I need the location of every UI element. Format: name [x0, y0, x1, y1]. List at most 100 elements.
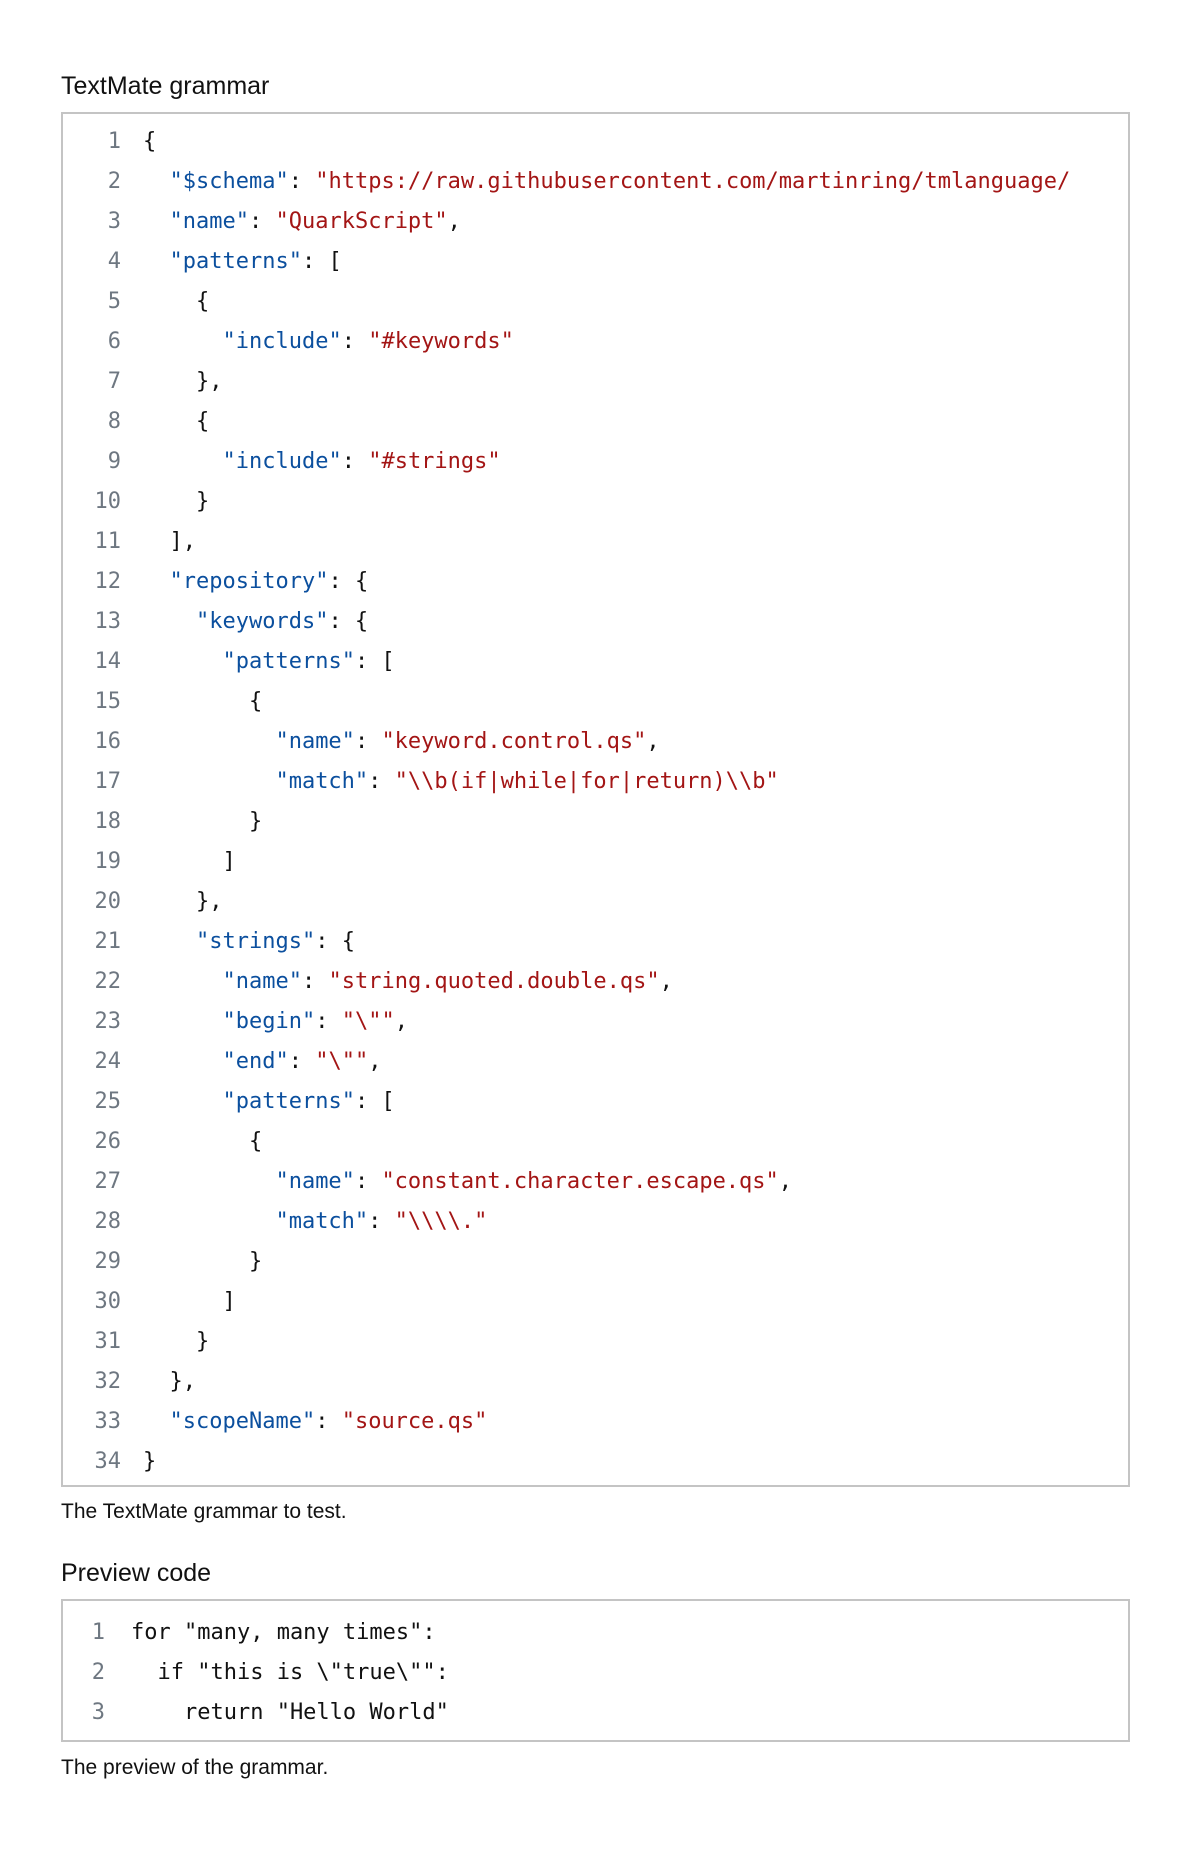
line-code: "end": "\"",	[121, 1042, 381, 1082]
code-line: 34}	[63, 1442, 1128, 1482]
line-number: 2	[107, 169, 121, 194]
line-number: 25	[94, 1089, 122, 1114]
json-key-token: "name"	[275, 1169, 355, 1194]
punctuation-token: return "Hello World"	[131, 1700, 449, 1725]
code-line: 3 return "Hello World"	[63, 1693, 1128, 1733]
punctuation-token	[143, 609, 196, 634]
code-line: 24 "end": "\"",	[63, 1042, 1128, 1082]
code-line: 28 "match": "\\\\."	[63, 1202, 1128, 1242]
punctuation-token: },	[143, 1369, 196, 1394]
line-code: "keywords": {	[121, 602, 368, 642]
code-line: 23 "begin": "\"",	[63, 1002, 1128, 1042]
grammar-caption: The TextMate grammar to test.	[61, 1500, 347, 1523]
grammar-code-editor[interactable]: 1{2 "$schema": "https://raw.githubuserco…	[61, 112, 1130, 1487]
string-token: "https://raw.githubusercontent.com/marti…	[315, 169, 1071, 194]
punctuation-token	[143, 1209, 275, 1234]
line-code: "repository": {	[121, 562, 369, 602]
punctuation-token: ,	[447, 209, 461, 234]
line-number: 20	[94, 889, 122, 914]
punctuation-token	[143, 769, 275, 794]
punctuation-token: :	[315, 1009, 342, 1034]
punctuation-token	[143, 969, 222, 994]
punctuation-token	[143, 1089, 222, 1114]
line-code: {	[121, 1122, 262, 1162]
punctuation-token: ],	[143, 529, 196, 554]
json-key-token: "name"	[275, 729, 355, 754]
line-code: "name": "keyword.control.qs",	[121, 722, 659, 762]
line-code: {	[121, 282, 209, 322]
line-code: "scopeName": "source.qs"	[121, 1402, 488, 1442]
line-code: ],	[121, 522, 196, 562]
punctuation-token: {	[143, 129, 157, 154]
code-line: 16 "name": "keyword.control.qs",	[63, 722, 1128, 762]
string-token: "\""	[315, 1049, 369, 1074]
json-key-token: "match"	[275, 769, 369, 794]
line-number: 3	[107, 209, 121, 234]
string-token: "string.quoted.double.qs"	[328, 969, 660, 994]
code-line: 4 "patterns": [	[63, 242, 1128, 282]
punctuation-token: : [	[301, 249, 342, 274]
punctuation-token: }	[143, 1329, 210, 1354]
code-line: 30 ]	[63, 1282, 1128, 1322]
punctuation-token: :	[248, 209, 276, 234]
line-number: 3	[91, 1700, 105, 1725]
line-number: 22	[94, 969, 122, 994]
punctuation-token: {	[143, 289, 210, 314]
line-code: ]	[121, 842, 236, 882]
punctuation-token: :	[341, 449, 369, 474]
code-line: 25 "patterns": [	[63, 1082, 1128, 1122]
preview-caption: The preview of the grammar.	[61, 1756, 329, 1779]
line-number: 10	[94, 489, 122, 514]
line-code: }	[121, 1442, 156, 1482]
punctuation-token	[143, 249, 170, 274]
string-token: "\\\\."	[394, 1209, 488, 1234]
punctuation-token: : {	[328, 609, 369, 634]
line-number: 16	[94, 729, 122, 754]
code-line: 6 "include": "#keywords"	[63, 322, 1128, 362]
line-code: "match": "\\b(if|while|for|return)\\b"	[121, 762, 778, 802]
line-code: }	[121, 1322, 209, 1362]
json-key-token: "match"	[275, 1209, 369, 1234]
line-number: 4	[107, 249, 121, 274]
punctuation-token: }	[143, 809, 263, 834]
line-number: 9	[107, 449, 121, 474]
line-number: 14	[94, 649, 122, 674]
line-number: 21	[94, 929, 122, 954]
code-line: 14 "patterns": [	[63, 642, 1128, 682]
punctuation-token: : {	[315, 929, 355, 954]
line-number: 19	[94, 849, 122, 874]
punctuation-token: :	[354, 1169, 382, 1194]
punctuation-token: ]	[143, 1289, 236, 1314]
code-line: 5 {	[63, 282, 1128, 322]
punctuation-token: if "this is \"true\"":	[131, 1660, 449, 1685]
punctuation-token: {	[143, 1129, 263, 1154]
punctuation-token: : {	[328, 569, 369, 594]
line-number: 15	[94, 689, 122, 714]
line-number: 26	[94, 1129, 122, 1154]
line-code: {	[121, 402, 209, 442]
code-line: 2 "$schema": "https://raw.githubusercont…	[63, 162, 1128, 202]
punctuation-token: ]	[143, 849, 236, 874]
line-code: "name": "string.quoted.double.qs",	[121, 962, 672, 1002]
punctuation-token	[143, 209, 170, 234]
code-line: 1{	[63, 122, 1128, 162]
line-number: 34	[94, 1449, 122, 1474]
json-key-token: "repository"	[169, 569, 329, 594]
line-number: 11	[94, 529, 122, 554]
line-code: "patterns": [	[121, 642, 394, 682]
code-line: 10 }	[63, 482, 1128, 522]
string-token: "source.qs"	[341, 1409, 488, 1434]
json-key-token: "begin"	[222, 1009, 316, 1034]
line-code: }	[121, 802, 262, 842]
line-code: "$schema": "https://raw.githubuserconten…	[121, 162, 1071, 202]
line-code: "patterns": [	[121, 242, 342, 282]
punctuation-token	[143, 329, 222, 354]
punctuation-token: ,	[778, 1169, 793, 1194]
code-line: 13 "keywords": {	[63, 602, 1128, 642]
punctuation-token: {	[143, 689, 263, 714]
code-line: 21 "strings": {	[63, 922, 1128, 962]
json-key-token: "include"	[222, 329, 342, 354]
punctuation-token: :	[341, 329, 369, 354]
line-number: 1	[107, 129, 121, 154]
